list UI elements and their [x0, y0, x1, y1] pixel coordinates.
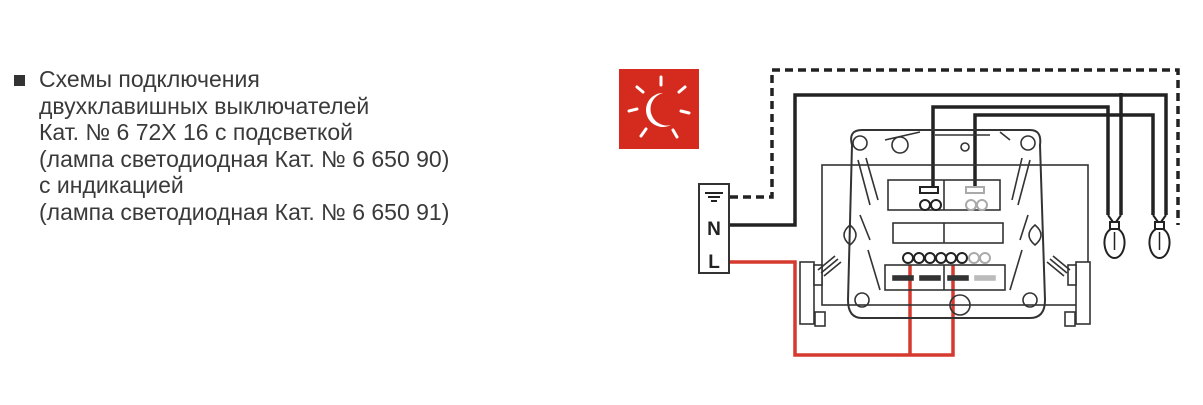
- lamp-icon: [1148, 214, 1171, 260]
- terminal-l-label: L: [708, 252, 720, 273]
- terminal-screws: [902, 186, 968, 264]
- neutral-wire: [730, 93, 1168, 227]
- terminal-block: N L: [698, 183, 730, 274]
- caption-line: (лампа светодиодная Кат. № 6 650 91): [39, 198, 450, 225]
- diagram-caption: Схемы подключения двухклавишных выключат…: [14, 66, 449, 225]
- terminal-n-label: N: [707, 219, 721, 240]
- caption-line: двухклавишных выключателей: [39, 92, 370, 119]
- terminal-screws-indicator: [965, 186, 991, 264]
- earth-symbol-icon: [705, 192, 723, 202]
- switched-wires: [931, 105, 1155, 215]
- caption-line: Схемы подключения: [39, 66, 260, 92]
- lamp-icon: [1103, 214, 1126, 260]
- mounting-clip-right: [1046, 255, 1091, 327]
- switch-mechanism: [821, 129, 1089, 319]
- square-bullet-icon: [14, 75, 25, 86]
- earth-wire: [730, 68, 1180, 225]
- night-light-icon: [619, 69, 699, 149]
- caption-line: (лампа светодиодная Кат. № 6 650 90): [39, 145, 450, 172]
- caption-line: Кат. № 6 72X 16 с подсветкой: [39, 119, 354, 145]
- mounting-clip-left: [799, 255, 842, 327]
- caption-line: с индикацией: [39, 172, 184, 198]
